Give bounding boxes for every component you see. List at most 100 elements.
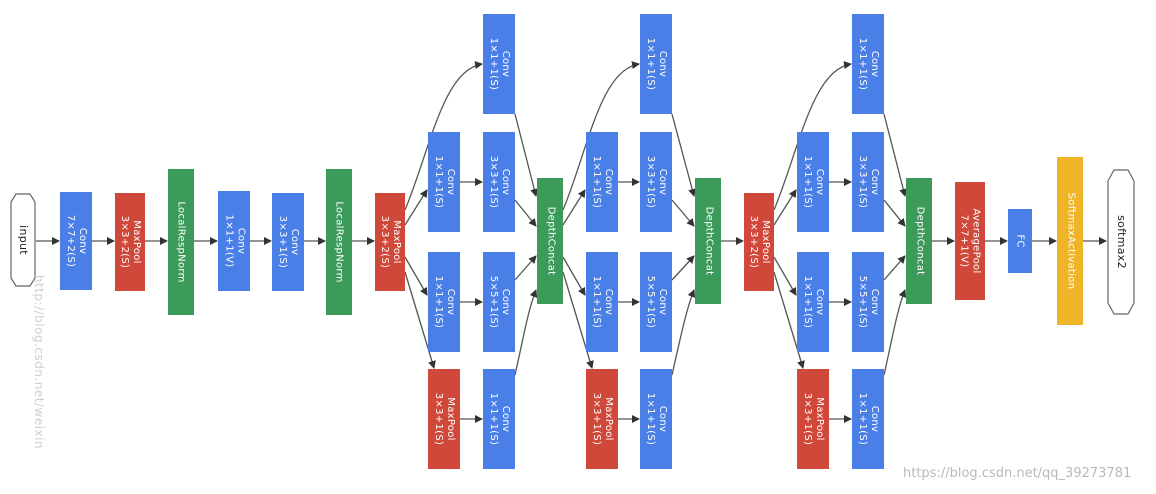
depthconcat-1: DepthConcat [537, 178, 563, 304]
inception3-edge-pconv-concat [883, 289, 907, 376]
inception1-edge-src-pool [404, 271, 436, 369]
depthconcat-2: DepthConcat [695, 178, 721, 304]
inception1-edge-src-c1 [404, 189, 428, 226]
input-node: input [10, 193, 36, 287]
inception2-edge-src-pool [562, 271, 594, 369]
depthconcat-3: DepthConcat [906, 178, 932, 304]
inception1-edge-src-c2 [404, 256, 428, 296]
inception3-edge-src-c2 [773, 256, 797, 296]
inception2-edge-pconv-concat [671, 289, 696, 376]
inception2-edge-src-top [562, 61, 640, 211]
softmax2-node-shape [1107, 169, 1135, 315]
inception3-edge-src-c1 [773, 189, 797, 226]
watermark-right: https://blog.csdn.net/qq_39273781 [903, 466, 1132, 481]
inception3-edge-c5-concat [883, 255, 906, 281]
fc-node: FC [1008, 209, 1032, 273]
inception2-edge-src-c1 [562, 189, 586, 226]
inception2-edge-src-c2 [562, 256, 586, 296]
depthconcat-1-label: DepthConcat [545, 206, 556, 276]
watermark-left: http://blog.csdn.net/weixin [32, 274, 47, 450]
depthconcat-2-label: DepthConcat [703, 206, 714, 276]
inception2-edge-c5-concat [671, 255, 695, 281]
inception3-edge-c3-concat [883, 199, 906, 227]
inception3-edge-src-pool [773, 271, 805, 369]
softmax2-label: softmax2 [1115, 215, 1129, 269]
inception1-edge-c3-concat [514, 199, 537, 227]
softmax2-node: softmax2 [1107, 169, 1135, 315]
inception2-edge-c3-concat [671, 199, 695, 227]
lrn-b-label: LocalRespNorm [334, 201, 345, 283]
lrn-a-node: LocalRespNorm [168, 169, 194, 315]
inception2-edge-top-concat [671, 113, 697, 197]
input-label: input [17, 225, 31, 255]
lrn-b-node: LocalRespNorm [326, 169, 352, 315]
lrn-a-label: LocalRespNorm [176, 201, 187, 283]
depthconcat-3-label: DepthConcat [914, 206, 925, 276]
inception1-edge-c5-concat [514, 255, 537, 281]
input-node-shape [10, 193, 36, 287]
fc-label: FC [1015, 234, 1026, 248]
inception1-edge-pconv-concat [514, 289, 538, 376]
inception1-edge-src-top [404, 61, 483, 211]
inception3-edge-src-top [773, 61, 852, 211]
inception3-edge-top-concat [883, 113, 908, 197]
softmax-activation-node: SoftmaxActivation [1057, 157, 1083, 325]
